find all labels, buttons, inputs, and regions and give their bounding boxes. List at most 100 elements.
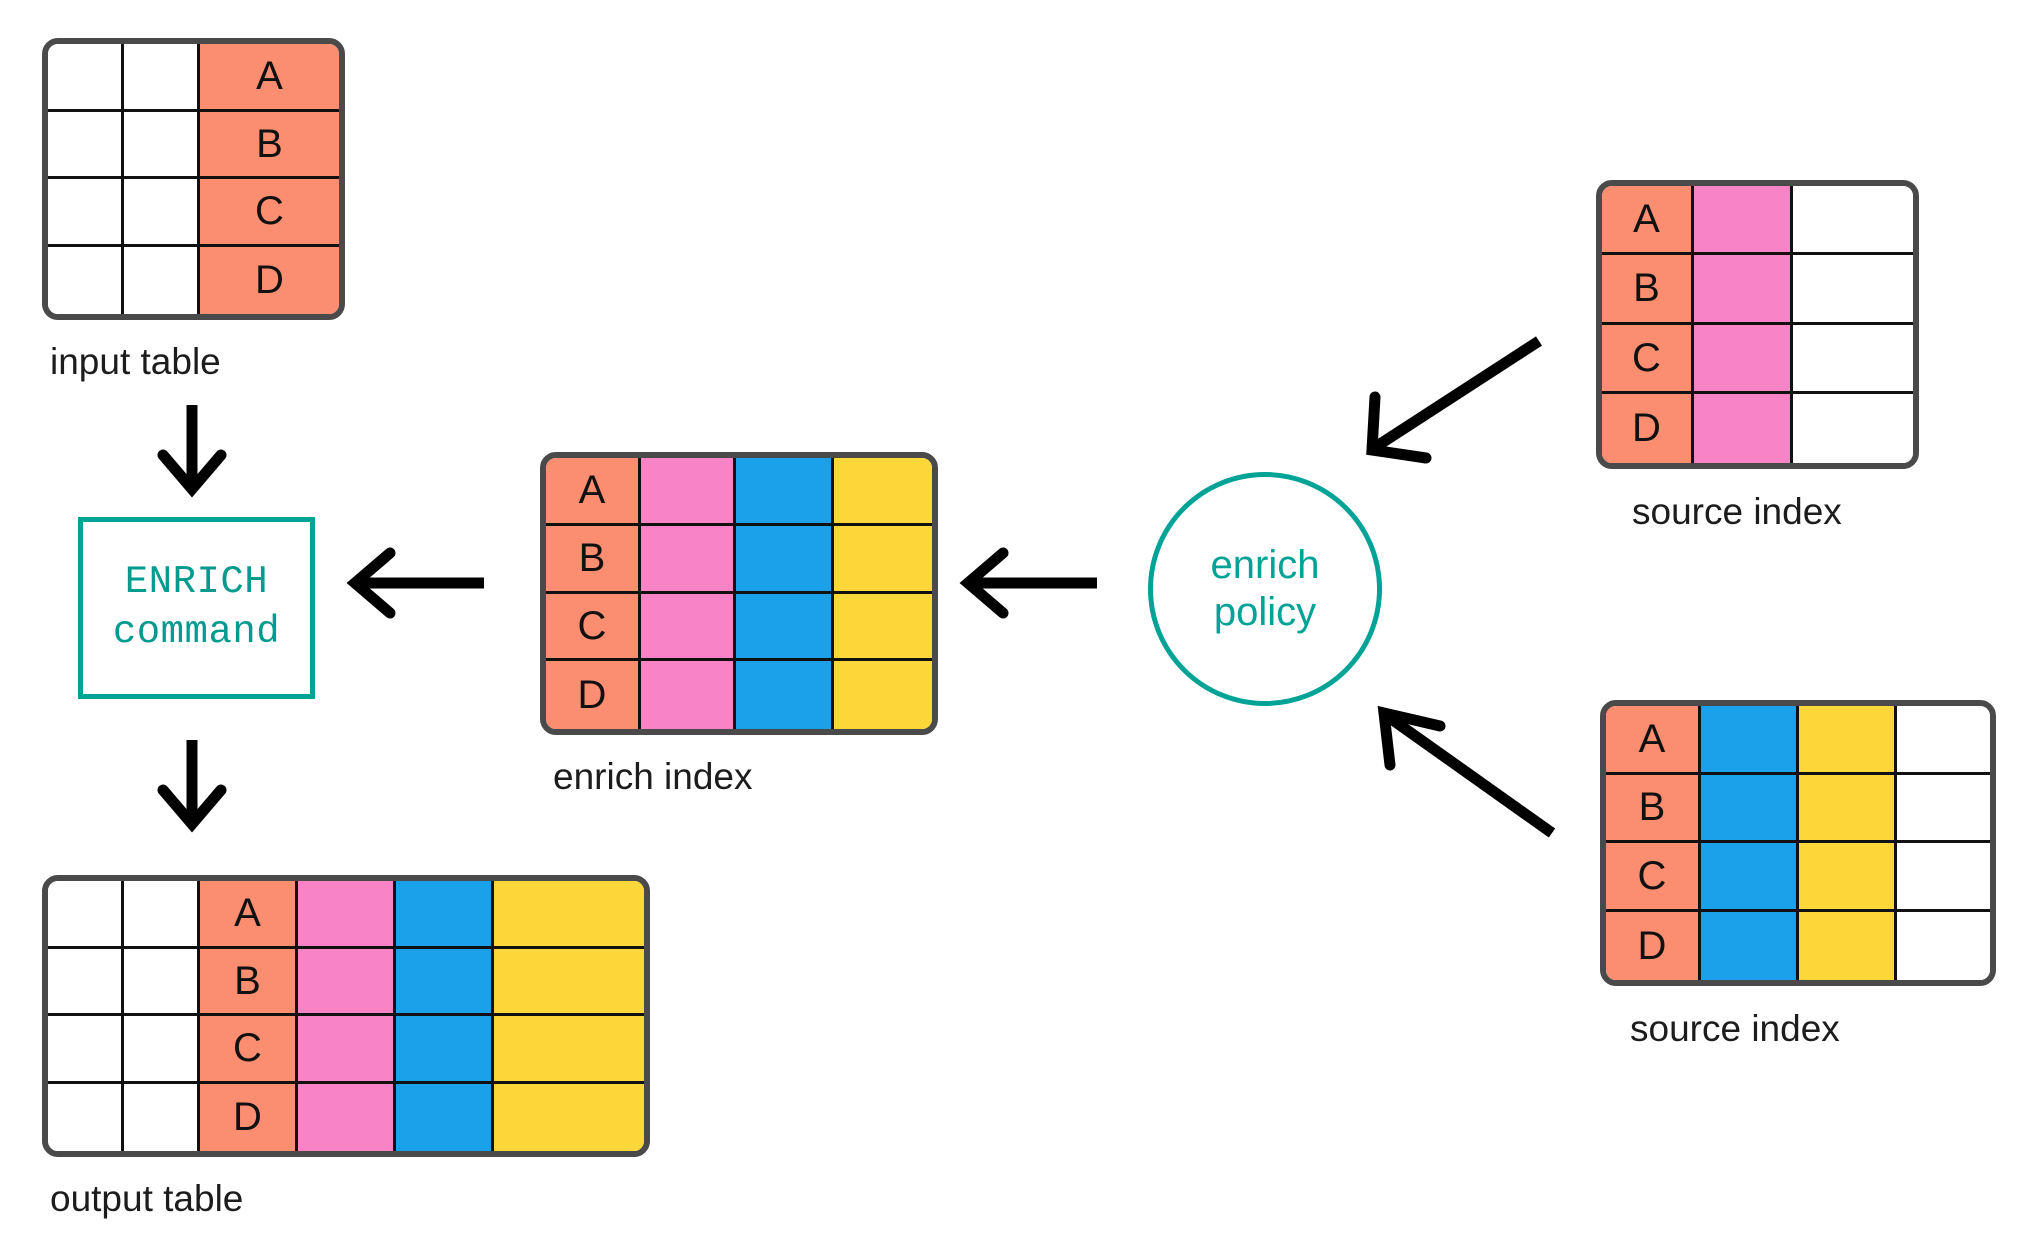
- table-row: D: [546, 661, 932, 729]
- table-cell-col-yellow: [1799, 843, 1897, 912]
- table-cell-col-blue: [396, 948, 494, 1016]
- table-cell-col-blank-1: [48, 44, 124, 112]
- table-cell-col-yellow: [1799, 911, 1897, 980]
- table-cell-col-blue: [396, 1083, 494, 1151]
- table-cell-col-key: B: [546, 525, 641, 594]
- table-cell-col-blue: [396, 1016, 494, 1084]
- table-cell-col-blue: [736, 458, 834, 526]
- table-cell-col-key: D: [1606, 911, 1701, 980]
- enrich-command-box[interactable]: ENRICH command: [78, 517, 315, 699]
- arrow-source-bottom-to-policy-icon: [1377, 705, 1556, 838]
- table-cell-col-key: D: [1602, 393, 1694, 463]
- table-cell-col-pink: [641, 458, 736, 526]
- enrich-index-caption: enrich index: [553, 756, 753, 797]
- table-cell-col-pink: [298, 948, 396, 1016]
- table-cell-col-key: D: [200, 246, 339, 314]
- table-cell-col-key: C: [1602, 324, 1694, 394]
- table-cell-col-blank: [1897, 706, 1990, 775]
- table-cell-col-blank-1: [48, 111, 124, 179]
- table-cell-col-yellow: [834, 525, 932, 594]
- table-cell-col-pink: [298, 1016, 396, 1084]
- table-cell-col-blue: [396, 881, 494, 949]
- table-cell-col-blue: [736, 661, 834, 729]
- table-cell-col-key: A: [1606, 706, 1701, 775]
- table-cell-col-key: C: [200, 1016, 298, 1084]
- table-cell-col-pink: [298, 1083, 396, 1151]
- table-cell-col-blue: [1701, 911, 1799, 980]
- table-cell-col-key: C: [200, 179, 339, 247]
- table-cell-col-blue: [1701, 774, 1799, 843]
- table-cell-col-pink: [298, 881, 396, 949]
- table-cell-col-yellow: [834, 458, 932, 526]
- arrow-enrich-index-to-command-icon: [346, 547, 484, 619]
- table-cell-col-blank: [1793, 393, 1913, 463]
- table-row: B: [1602, 255, 1913, 325]
- table-cell-col-yellow: [494, 881, 644, 949]
- table-cell-col-key: B: [1606, 774, 1701, 843]
- table-cell-col-yellow: [1799, 706, 1897, 775]
- table-row: A: [48, 881, 644, 949]
- table-cell-col-blue: [736, 525, 834, 594]
- table-cell-col-blank-1: [48, 179, 124, 247]
- table-cell-col-blank-2: [124, 246, 200, 314]
- table-cell-col-blank: [1897, 911, 1990, 980]
- table-cell-col-key: A: [200, 44, 339, 112]
- source-index-bottom-caption: source index: [1630, 1008, 1840, 1049]
- table-cell-col-blank: [1897, 843, 1990, 912]
- enrich-command-line-2: command: [112, 610, 281, 654]
- table-row: D: [48, 246, 339, 314]
- table-row: A: [546, 458, 932, 526]
- source-index-top-caption: source index: [1632, 491, 1842, 532]
- table-cell-col-blank-2: [124, 179, 200, 247]
- arrow-policy-to-enrich-index-icon: [959, 547, 1097, 619]
- table-cell-col-blank-1: [48, 1083, 124, 1151]
- table-row: D: [1602, 393, 1913, 463]
- output-table-caption: output table: [50, 1178, 244, 1219]
- table-row: B: [48, 948, 644, 1016]
- enrich-policy-line-1: enrich: [1210, 542, 1320, 587]
- table-cell-col-yellow: [834, 593, 932, 662]
- enrich-policy-circle[interactable]: enrich policy: [1148, 472, 1382, 706]
- table-cell-col-blank-1: [48, 948, 124, 1016]
- table-cell-col-key: B: [1602, 255, 1694, 325]
- table-row: A: [1606, 706, 1990, 775]
- table-row: B: [1606, 774, 1990, 843]
- table-cell-col-blank-1: [48, 1016, 124, 1084]
- table-cell-col-blue: [736, 593, 834, 662]
- table-cell-col-key: A: [546, 458, 641, 526]
- table-cell-col-yellow: [834, 661, 932, 729]
- table-cell-col-pink: [641, 661, 736, 729]
- enrich-command-line-1: ENRICH: [124, 560, 269, 605]
- table-cell-col-blank: [1793, 186, 1913, 256]
- table-cell-col-blank-2: [124, 111, 200, 179]
- table-cell-col-blank-1: [48, 881, 124, 949]
- table-row: C: [1606, 843, 1990, 912]
- table-cell-col-blank-2: [124, 1083, 200, 1151]
- table-cell-col-blank: [1897, 774, 1990, 843]
- table-row: A: [48, 44, 339, 112]
- table-cell-col-key: D: [546, 661, 641, 729]
- table-cell-col-pink: [1694, 186, 1793, 256]
- table-row: D: [48, 1083, 644, 1151]
- table-cell-col-blank-2: [124, 948, 200, 1016]
- table-cell-col-blank: [1793, 255, 1913, 325]
- table-cell-col-pink: [1694, 393, 1793, 463]
- arrow-command-to-output-icon: [157, 740, 227, 833]
- arrow-input-to-command-icon: [157, 405, 227, 498]
- table-cell-col-key: B: [200, 111, 339, 179]
- table-cell-col-pink: [641, 593, 736, 662]
- table-row: A: [1602, 186, 1913, 256]
- table-row: C: [48, 179, 339, 247]
- input-table-caption: input table: [50, 341, 221, 382]
- table-row: C: [1602, 324, 1913, 394]
- table-cell-col-key: C: [546, 593, 641, 662]
- table-cell-col-yellow: [494, 948, 644, 1016]
- table-row: C: [48, 1016, 644, 1084]
- table-cell-col-pink: [1694, 324, 1793, 394]
